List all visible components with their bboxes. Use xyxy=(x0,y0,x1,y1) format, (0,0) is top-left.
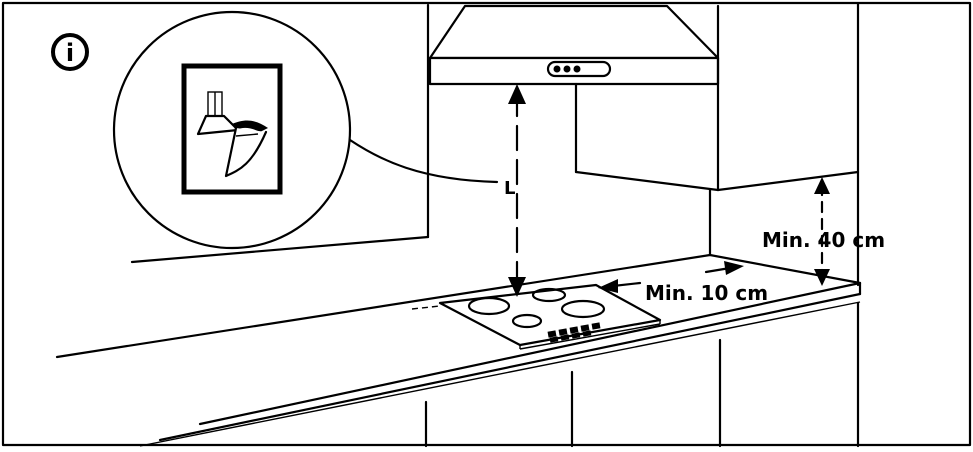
hob-zone xyxy=(560,299,606,319)
hob-guide-line xyxy=(411,305,441,310)
hood-control-panel xyxy=(546,60,612,78)
dimension-l xyxy=(508,84,526,297)
left-wall-cabinet xyxy=(130,3,430,264)
base-cabinets xyxy=(424,301,860,448)
dimension-min-10 xyxy=(598,261,744,293)
countertop xyxy=(55,253,862,447)
min-10-label: Min. 10 cm xyxy=(645,281,768,305)
manual-callout xyxy=(112,10,499,250)
hood-manual-icon xyxy=(181,63,283,195)
hob-zone xyxy=(467,296,511,316)
cooker-hood xyxy=(428,4,720,86)
hob-knobs xyxy=(547,322,601,343)
hob xyxy=(438,283,662,350)
info-icon: i xyxy=(51,33,89,71)
dimension-l-label: L xyxy=(504,178,515,199)
svg-text:i: i xyxy=(66,39,74,67)
min-40-label: Min. 40 cm xyxy=(762,228,885,252)
hob-zone xyxy=(511,313,543,329)
hob-zone xyxy=(531,287,567,303)
right-wall-cabinet xyxy=(574,2,860,287)
dimension-min-40 xyxy=(814,177,830,286)
